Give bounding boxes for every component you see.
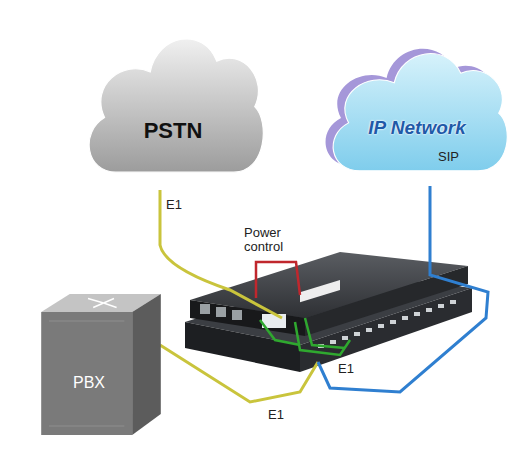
wire-label: E1	[166, 198, 182, 212]
box-title: PBX	[73, 374, 105, 392]
e1-wire	[160, 345, 318, 402]
rack-front-upper	[305, 266, 468, 336]
cloud-title: PSTN	[144, 118, 203, 144]
sip-wire	[318, 186, 488, 392]
rack-front-upper-left	[190, 300, 305, 336]
cloud-shape	[322, 30, 512, 190]
wire-label: E1	[336, 362, 356, 376]
wire-label: E1	[268, 408, 284, 422]
wire-label: SIP	[438, 150, 459, 164]
pbx-box: PBX	[36, 288, 166, 438]
cloud-title: IP Network	[368, 117, 466, 139]
wire-label: Power control	[244, 226, 300, 255]
network-cloud: PSTN	[78, 12, 268, 194]
box-shape	[36, 288, 166, 438]
network-cloud: IP Network	[322, 30, 512, 190]
power-wire	[256, 262, 300, 298]
cloud-shape	[78, 12, 268, 194]
patch-cables	[260, 318, 350, 355]
rack-ports	[318, 300, 456, 348]
